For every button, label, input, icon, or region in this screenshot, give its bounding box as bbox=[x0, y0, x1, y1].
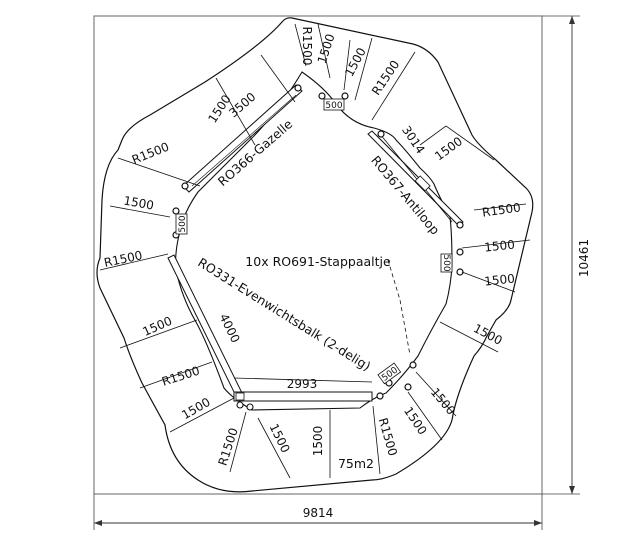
r-bot: R1500 bbox=[376, 416, 400, 457]
right-a: 1500 bbox=[484, 237, 516, 254]
outer-boundary bbox=[96, 17, 534, 493]
width-dimension: 9814 bbox=[93, 494, 543, 530]
width-label: 9814 bbox=[303, 506, 334, 520]
d-top-a: 1500 bbox=[315, 32, 338, 65]
right-b: 1500 bbox=[484, 271, 516, 288]
stappaaltje-leader bbox=[387, 259, 411, 356]
bot-right-a: 1500 bbox=[401, 404, 430, 437]
dimension-lines bbox=[99, 23, 531, 479]
r-left-low: R1500 bbox=[160, 364, 201, 389]
d-top-b: 1500 bbox=[342, 45, 369, 79]
r-top-right: R1500 bbox=[369, 58, 402, 98]
antiloop-element bbox=[367, 130, 464, 229]
bot-mid-b: 1500 bbox=[311, 426, 325, 457]
peg-left-label: 500 bbox=[178, 215, 188, 232]
left-mid: 1500 bbox=[122, 194, 155, 213]
r-upper-left: R1500 bbox=[130, 140, 171, 168]
beam-len-b: 2993 bbox=[287, 377, 318, 391]
height-dimension: 10461 bbox=[542, 15, 591, 495]
gaz-len: 3500 bbox=[226, 90, 258, 121]
r-right: R1500 bbox=[481, 200, 521, 219]
r-left: R1500 bbox=[103, 248, 144, 270]
beam-len-a: 4000 bbox=[217, 311, 243, 345]
peg-spacing-boxes: 500 500 500 500 bbox=[175, 98, 453, 385]
stappaaltje-label: 10x RO691-Stappaaltje bbox=[245, 254, 391, 269]
ant-side: 1500 bbox=[432, 134, 465, 163]
peg-top-label: 500 bbox=[325, 101, 342, 111]
gazelle-element bbox=[181, 84, 303, 193]
bot-mid-a: 1500 bbox=[267, 421, 293, 455]
r-top: R1500 bbox=[300, 27, 314, 66]
height-label: 10461 bbox=[577, 239, 591, 277]
outer-frame bbox=[93, 15, 543, 495]
right-low: 1500 bbox=[471, 321, 505, 348]
evenwichtsbalk-element bbox=[167, 254, 373, 411]
ant-len: 3014 bbox=[399, 123, 428, 156]
left-low: 1500 bbox=[141, 314, 175, 339]
peg-right-label: 500 bbox=[441, 254, 451, 271]
area-label: 75m2 bbox=[338, 456, 374, 471]
